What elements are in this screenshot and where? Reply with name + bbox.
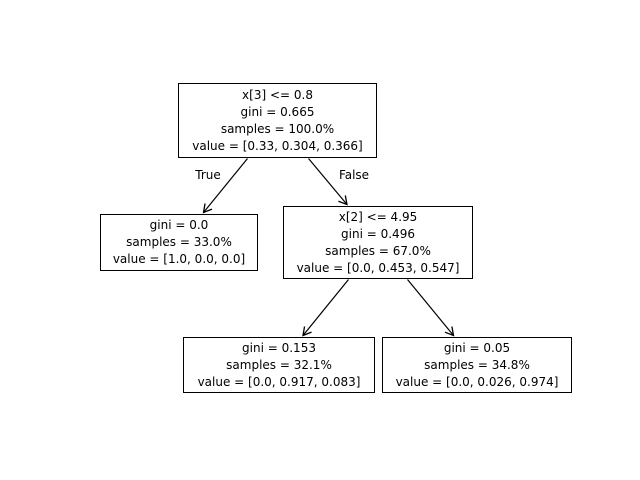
node-samples: samples = 34.8% (424, 357, 530, 372)
edge-right-internal-to-bottom-left-leaf (302, 279, 349, 337)
tree-node-root: x[3] <= 0.8 gini = 0.665 samples = 100.0… (178, 83, 377, 158)
node-samples: samples = 100.0% (220, 121, 335, 136)
node-split-condition: x[3] <= 0.8 (242, 87, 313, 102)
node-value: value = [0.0, 0.453, 0.547] (296, 260, 460, 275)
node-value: value = [0.0, 0.917, 0.083] (197, 374, 361, 389)
edge-label-false: False (338, 168, 370, 182)
tree-node-left-leaf: gini = 0.0 samples = 33.0% value = [1.0,… (100, 214, 258, 271)
edge-root-to-left-leaf (202, 158, 248, 214)
node-gini: gini = 0.665 (240, 104, 315, 119)
node-gini: gini = 0.05 (443, 340, 511, 355)
node-value: value = [0.0, 0.026, 0.974] (395, 374, 559, 389)
node-value: value = [0.33, 0.304, 0.366] (192, 138, 363, 153)
node-samples: samples = 67.0% (325, 243, 431, 258)
tree-node-bottom-left-leaf: gini = 0.153 samples = 32.1% value = [0.… (183, 337, 375, 393)
node-samples: samples = 33.0% (126, 235, 232, 249)
edge-root-to-right-internal (308, 158, 348, 206)
node-gini: gini = 0.153 (242, 340, 316, 355)
edge-label-true: True (195, 168, 221, 182)
node-gini: gini = 0.0 (149, 218, 209, 232)
edge-right-internal-to-bottom-right-leaf (407, 279, 455, 337)
tree-node-bottom-right-leaf: gini = 0.05 samples = 34.8% value = [0.0… (382, 337, 572, 393)
tree-node-right-internal: x[2] <= 4.95 gini = 0.496 samples = 67.0… (283, 206, 473, 279)
node-samples: samples = 32.1% (226, 357, 332, 372)
node-gini: gini = 0.496 (341, 226, 415, 241)
node-value: value = [1.0, 0.0, 0.0] (112, 252, 246, 266)
node-split-condition: x[2] <= 4.95 (338, 209, 418, 224)
